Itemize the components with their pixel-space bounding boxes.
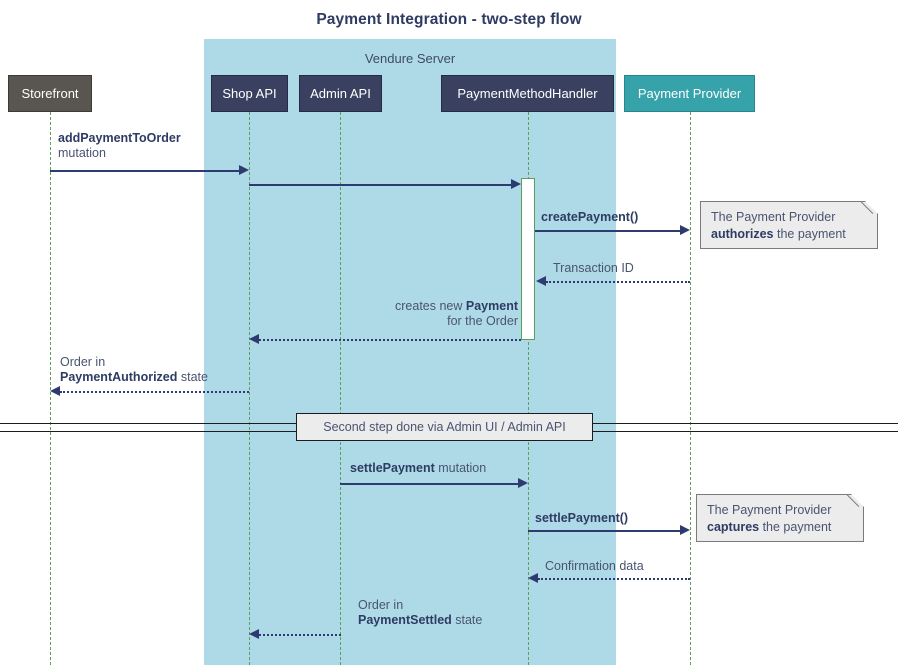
message-label-settle-payment-mutation: settlePayment mutation	[350, 461, 486, 476]
message-label-transaction-id: Transaction ID	[553, 261, 634, 276]
participant-label-payment-provider: Payment Provider	[637, 86, 742, 101]
arrowhead-m6	[50, 386, 60, 396]
message-text-bold-m6: PaymentAuthorized	[60, 370, 178, 384]
arrowhead-m3	[680, 225, 690, 235]
participant-payment-method-handler[interactable]: PaymentMethodHandler	[441, 75, 614, 112]
participant-shop-api[interactable]: Shop API	[211, 75, 288, 112]
note-line-2-plain-captures: the payment	[759, 520, 832, 534]
lifeline-admin-api	[340, 112, 341, 665]
message-label-payment-authorized: Order in PaymentAuthorized state	[60, 355, 242, 385]
message-arrow-m9	[538, 578, 690, 580]
message-text-bold-m3: createPayment()	[541, 210, 639, 224]
arrowhead-m7	[518, 478, 528, 488]
message-arrow-m7	[340, 483, 518, 485]
lifeline-shop-api	[249, 112, 250, 665]
divider-label: Second step done via Admin UI / Admin AP…	[323, 420, 566, 434]
message-text-plain-m6: Order in	[60, 355, 106, 369]
message-arrow-m10	[259, 634, 341, 636]
participant-label-admin-api: Admin API	[310, 86, 371, 101]
lifeline-payment-provider	[690, 112, 691, 665]
message-text-plain-m9: Confirmation data	[545, 559, 644, 573]
participant-storefront[interactable]: Storefront	[8, 75, 92, 112]
message-arrow-m5	[259, 339, 521, 341]
message-label-create-payment: createPayment()	[541, 210, 638, 225]
message-text-bold-m1: addPaymentToOrder	[58, 131, 181, 145]
note-fold-edge-captures	[846, 494, 864, 512]
message-arrow-m2	[249, 184, 511, 186]
message-text-bold-m10: PaymentSettled	[358, 613, 452, 627]
message-arrow-m8	[528, 530, 680, 532]
note-line-2-bold-authorizes: authorizes	[711, 227, 774, 241]
message-text-bold-m7: settlePayment	[350, 461, 435, 475]
note-authorizes: The Payment Provider authorizes the paym…	[700, 201, 878, 249]
message-arrow-m4	[546, 281, 690, 283]
participant-label-storefront: Storefront	[21, 86, 79, 101]
message-text-bold-m5: Payment	[465, 299, 518, 313]
note-line-2-plain-authorizes: the payment	[773, 227, 846, 241]
message-text-plain-m1: mutation	[58, 146, 106, 160]
note-captures: The Payment Provider captures the paymen…	[696, 494, 864, 542]
group-label-vendure-server: Vendure Server	[364, 51, 456, 66]
message-label-payment-settled: Order in PaymentSettled state	[358, 598, 482, 628]
message-text-plain-m5: creates new	[395, 299, 466, 313]
message-label-confirmation-data: Confirmation data	[545, 559, 644, 574]
message-label-add-payment-to-order: addPaymentToOrder mutation	[58, 131, 181, 161]
message-text-plain2-m5: for the Order	[447, 314, 518, 328]
participant-payment-provider[interactable]: Payment Provider	[624, 75, 755, 112]
arrowhead-m1	[239, 165, 249, 175]
message-arrow-m6	[60, 391, 249, 393]
arrowhead-m10	[249, 629, 259, 639]
message-text-bold-m8: settlePayment()	[535, 511, 629, 525]
participant-label-payment-method-handler: PaymentMethodHandler	[457, 86, 598, 101]
group-vendure-server	[204, 39, 616, 665]
message-text-plain-m7: mutation	[434, 461, 487, 475]
message-arrow-m3	[535, 230, 680, 232]
arrowhead-m9	[528, 573, 538, 583]
arrowhead-m2	[511, 179, 521, 189]
divider-label-box: Second step done via Admin UI / Admin AP…	[296, 413, 593, 441]
message-arrow-m1	[50, 170, 239, 172]
arrowhead-m5	[249, 334, 259, 344]
note-line-1-authorizes: The Payment Provider	[711, 210, 836, 224]
lifeline-payment-method-handler	[528, 112, 529, 665]
arrowhead-m4	[536, 276, 546, 286]
message-label-creates-payment: creates new Payment for the Order	[260, 299, 518, 329]
message-text-plain2-m10: state	[451, 613, 483, 627]
note-line-2-bold-captures: captures	[707, 520, 760, 534]
activation-bar-payment-method-handler	[521, 178, 535, 340]
participant-label-shop-api: Shop API	[222, 86, 277, 101]
message-text-plain2-m6: state	[177, 370, 208, 384]
message-text-plain-m10: Order in	[358, 598, 404, 612]
message-label-settle-payment-call: settlePayment()	[535, 511, 628, 526]
message-text-plain-m4: Transaction ID	[553, 261, 634, 275]
note-line-1-captures: The Payment Provider	[707, 503, 832, 517]
participant-admin-api[interactable]: Admin API	[299, 75, 382, 112]
note-fold-edge-authorizes	[860, 201, 878, 219]
arrowhead-m8	[680, 525, 690, 535]
diagram-title: Payment Integration - two-step flow	[316, 11, 582, 28]
